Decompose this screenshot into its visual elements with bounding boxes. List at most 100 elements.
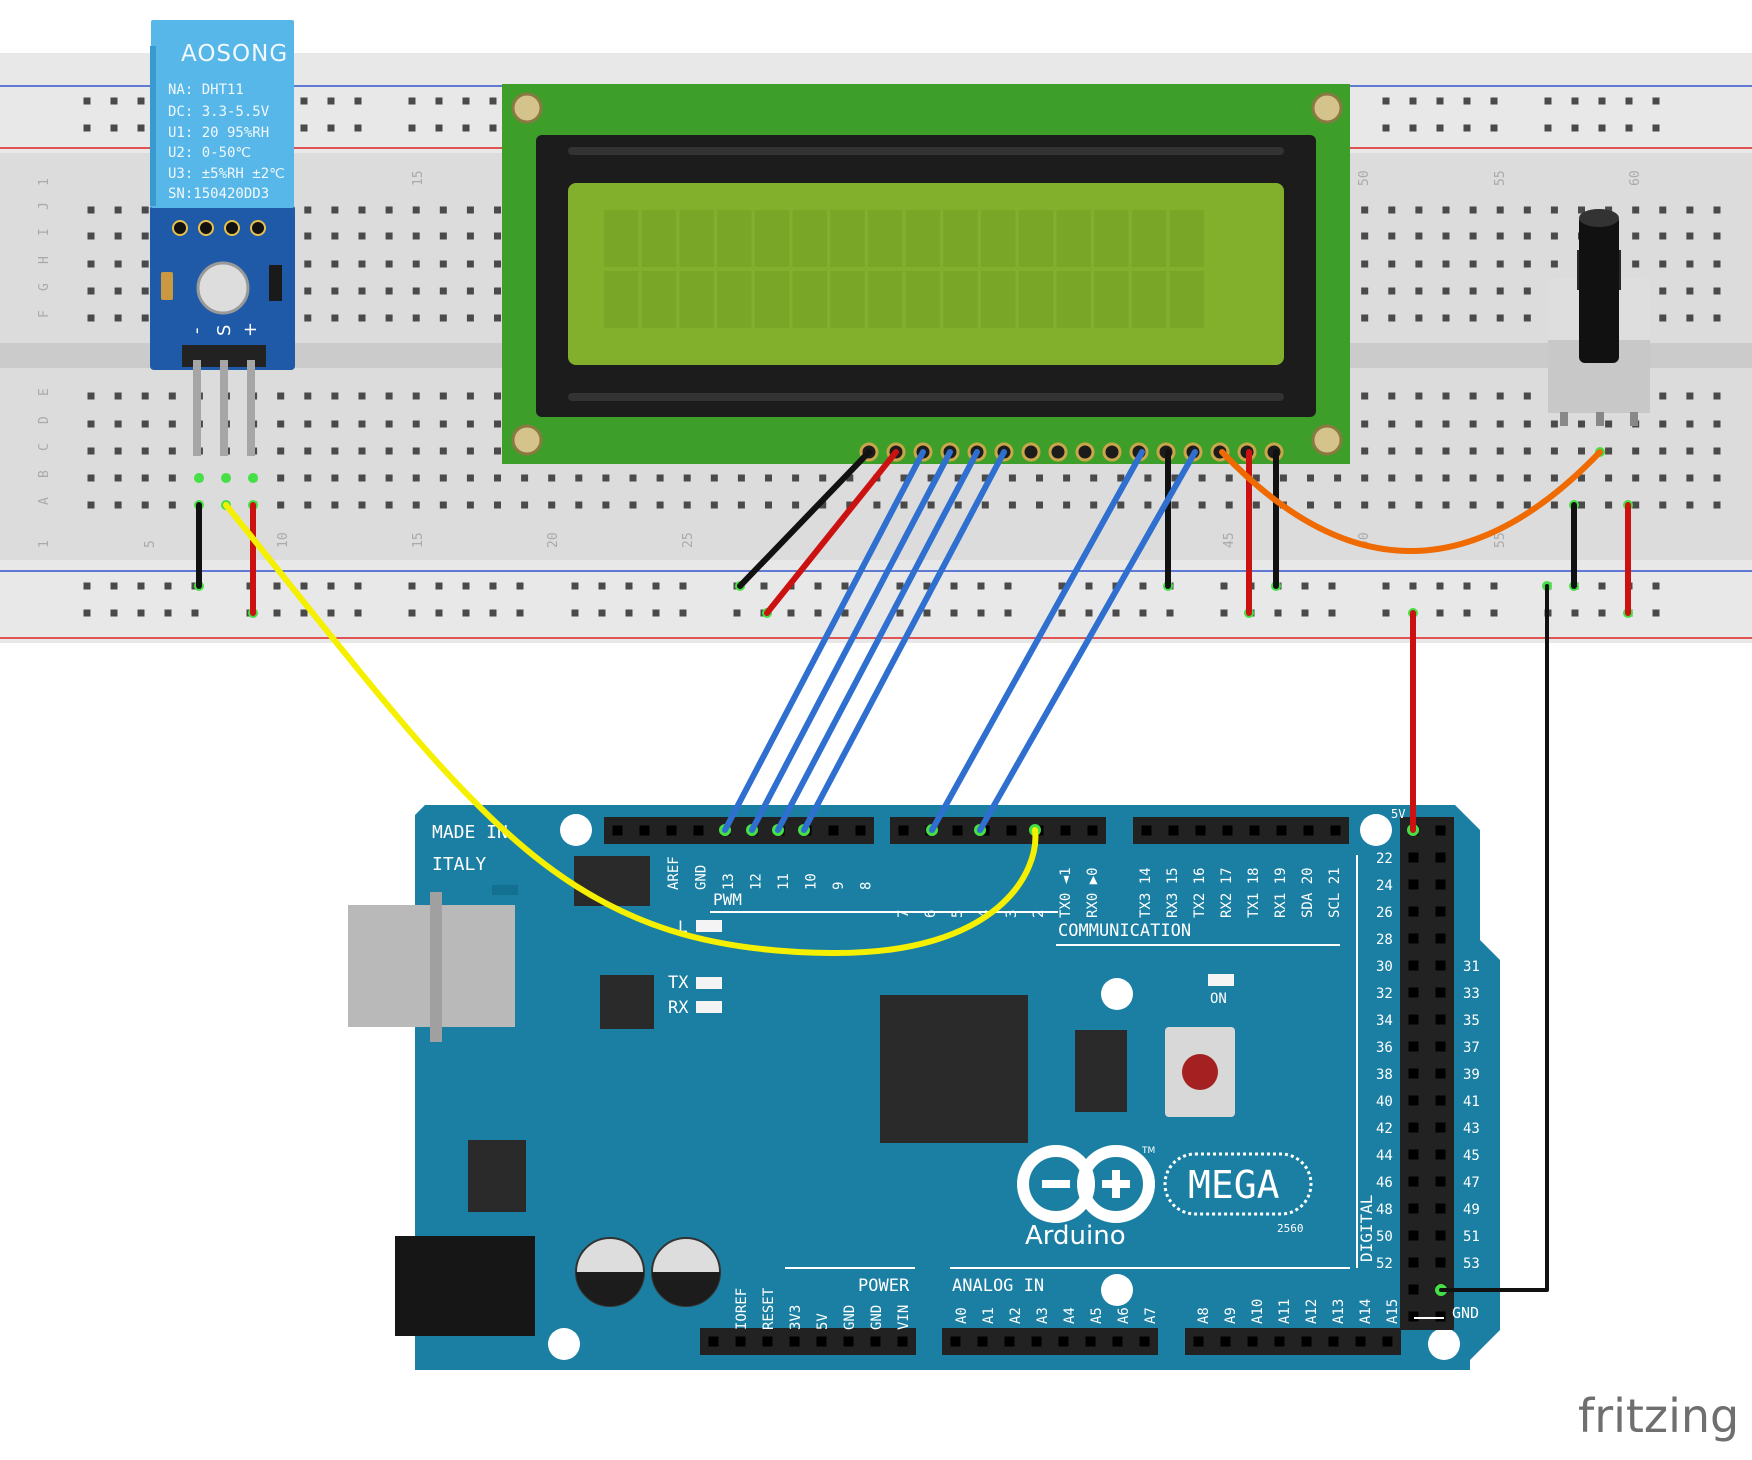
breadboard-hole[interactable]: [83, 97, 91, 105]
wire-blue-lcd-d4[interactable]: [722, 449, 926, 833]
breadboard-hole[interactable]: [273, 582, 281, 590]
breadboard-hole[interactable]: [923, 609, 931, 617]
breadboard-hole[interactable]: [87, 447, 95, 455]
breadboard-hole[interactable]: [114, 392, 122, 400]
breadboard-hole[interactable]: [521, 474, 529, 482]
breadboard-hole[interactable]: [1578, 501, 1585, 509]
breadboard-hole[interactable]: [114, 474, 122, 482]
arduino-header-pin[interactable]: [843, 1336, 854, 1347]
breadboard-hole[interactable]: [1686, 314, 1694, 322]
breadboard-hole[interactable]: [331, 232, 339, 240]
breadboard-hole[interactable]: [114, 314, 122, 322]
breadboard-hole[interactable]: [327, 609, 335, 617]
breadboard-hole[interactable]: [1139, 609, 1147, 617]
breadboard-hole[interactable]: [737, 501, 745, 509]
breadboard-hole[interactable]: [1550, 206, 1558, 214]
arduino-header-pin[interactable]: [1276, 825, 1287, 836]
breadboard-hole[interactable]: [273, 609, 281, 617]
arduino-header-pin[interactable]: [1222, 825, 1233, 836]
breadboard-hole[interactable]: [1469, 206, 1477, 214]
breadboard-hole[interactable]: [683, 474, 691, 482]
breadboard-hole[interactable]: [1415, 501, 1423, 509]
breadboard-hole[interactable]: [1625, 124, 1633, 132]
arduino-header-pin[interactable]: [666, 825, 677, 836]
breadboard-hole[interactable]: [1388, 287, 1396, 295]
wire-orange-pot-to-v0[interactable]: [1219, 449, 1603, 554]
arduino-header-pin[interactable]: [1435, 1122, 1446, 1133]
breadboard-hole[interactable]: [141, 260, 149, 268]
breadboard-hole[interactable]: [1036, 474, 1043, 482]
breadboard-hole[interactable]: [114, 420, 122, 428]
breadboard-hole[interactable]: [846, 474, 854, 482]
breadboard-hole[interactable]: [1490, 582, 1498, 590]
arduino-header-pin[interactable]: [1435, 1095, 1446, 1106]
breadboard-hole[interactable]: [1523, 501, 1531, 509]
breadboard-hole[interactable]: [1442, 474, 1450, 482]
breadboard-hole[interactable]: [1713, 392, 1721, 400]
arduino-header-pin[interactable]: [735, 1336, 746, 1347]
arduino-header-pin[interactable]: [898, 825, 909, 836]
breadboard-hole[interactable]: [1388, 474, 1396, 482]
breadboard-hole[interactable]: [466, 474, 474, 482]
breadboard-hole[interactable]: [466, 420, 474, 428]
breadboard-hole[interactable]: [1139, 582, 1147, 590]
arduino-header-pin[interactable]: [1435, 960, 1446, 971]
breadboard-hole[interactable]: [1713, 420, 1721, 428]
breadboard-hole[interactable]: [87, 260, 95, 268]
breadboard-hole[interactable]: [354, 124, 362, 132]
breadboard-hole[interactable]: [1469, 474, 1477, 482]
arduino-header-pin[interactable]: [1408, 960, 1419, 971]
breadboard-hole[interactable]: [1523, 206, 1531, 214]
breadboard-hole[interactable]: [1686, 260, 1694, 268]
breadboard-hole[interactable]: [1382, 97, 1390, 105]
breadboard-hole[interactable]: [1713, 232, 1721, 240]
breadboard-hole[interactable]: [1713, 206, 1721, 214]
breadboard-hole[interactable]: [494, 287, 501, 295]
breadboard-hole[interactable]: [1409, 97, 1417, 105]
breadboard-hole[interactable]: [412, 447, 420, 455]
breadboard-hole[interactable]: [1686, 501, 1694, 509]
breadboard-hole[interactable]: [1469, 501, 1477, 509]
arduino-header-pin[interactable]: [816, 1336, 827, 1347]
breadboard-hole[interactable]: [87, 314, 95, 322]
breadboard-hole[interactable]: [1490, 97, 1498, 105]
wire-black-lcd-vss[interactable]: [737, 449, 872, 589]
breadboard-hole[interactable]: [1442, 314, 1450, 322]
breadboard-hole[interactable]: [489, 97, 497, 105]
arduino-header-pin[interactable]: [612, 825, 623, 836]
breadboard-hole[interactable]: [110, 97, 118, 105]
breadboard-hole[interactable]: [1171, 474, 1179, 482]
breadboard-hole[interactable]: [977, 609, 985, 617]
breadboard-hole[interactable]: [1415, 232, 1423, 240]
breadboard-hole[interactable]: [1388, 447, 1396, 455]
breadboard-hole[interactable]: [602, 474, 610, 482]
breadboard-hole[interactable]: [1361, 420, 1369, 428]
breadboard-hole[interactable]: [1632, 447, 1640, 455]
breadboard-hole[interactable]: [652, 609, 660, 617]
breadboard-hole[interactable]: [331, 206, 339, 214]
arduino-header-pin[interactable]: [1435, 906, 1446, 917]
breadboard-hole[interactable]: [819, 474, 827, 482]
arduino-header-pin[interactable]: [897, 1336, 908, 1347]
breadboard-hole[interactable]: [114, 447, 122, 455]
arduino-header-pin[interactable]: [950, 1336, 961, 1347]
arduino-header-pin[interactable]: [1435, 1230, 1446, 1241]
arduino-header-pin[interactable]: [693, 825, 704, 836]
wire-black-gnd-to-rail[interactable]: [1439, 584, 1549, 1292]
breadboard-hole[interactable]: [412, 232, 420, 240]
arduino-header-pin[interactable]: [1004, 1336, 1015, 1347]
breadboard-hole[interactable]: [494, 260, 501, 268]
arduino-header-pin[interactable]: [1274, 1336, 1285, 1347]
arduino-header-pin[interactable]: [1141, 825, 1152, 836]
breadboard-hole[interactable]: [896, 609, 904, 617]
breadboard-hole[interactable]: [412, 392, 420, 400]
breadboard-hole[interactable]: [652, 582, 660, 590]
breadboard-hole[interactable]: [1544, 124, 1552, 132]
breadboard-hole[interactable]: [1686, 232, 1694, 240]
breadboard-hole[interactable]: [327, 97, 335, 105]
breadboard-hole[interactable]: [1659, 260, 1667, 268]
wire-blue-lcd-d7[interactable]: [801, 449, 1007, 833]
breadboard-hole[interactable]: [1632, 474, 1640, 482]
arduino-header-pin[interactable]: [1408, 1149, 1419, 1160]
arduino-header-pin[interactable]: [1031, 1336, 1042, 1347]
